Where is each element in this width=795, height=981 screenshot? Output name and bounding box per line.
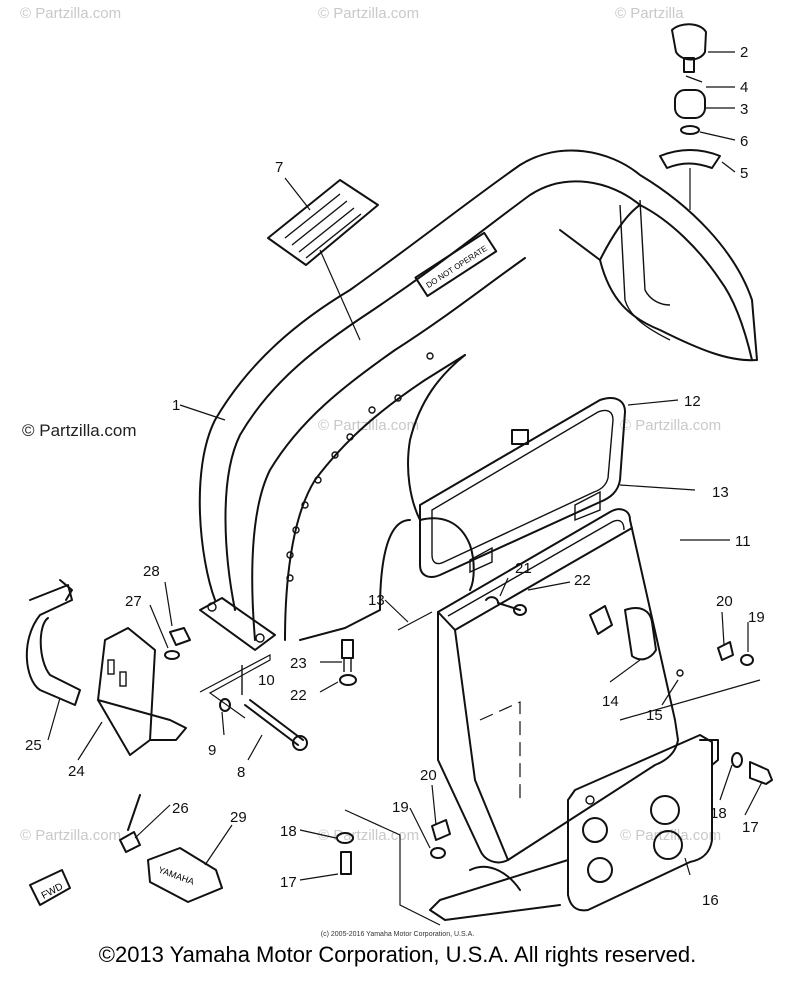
label-part-17-bottom: 17 [280, 874, 297, 891]
watermark-layer: © Partzilla.com © Partzilla.com © Partzi… [20, 5, 721, 844]
bolt-set-center [339, 596, 527, 686]
label-part-10: 10 [258, 672, 275, 689]
label-part-4: 4 [740, 79, 748, 96]
part-11-box [437, 508, 684, 864]
label-part-14: 14 [602, 693, 619, 710]
watermark-top-left: © Partzilla.com [20, 5, 121, 22]
label-part-5: 5 [740, 165, 748, 182]
label-part-7: 7 [275, 159, 283, 176]
long-bolt-set [199, 654, 308, 751]
label-part-28: 28 [143, 563, 160, 580]
fwd-tag: FWD [29, 869, 71, 906]
part-16-bracket [429, 734, 719, 921]
label-part-27: 27 [125, 593, 142, 610]
label-part-20-bottom: 20 [420, 767, 437, 784]
label-part-12: 12 [684, 393, 701, 410]
label-part-23: 23 [290, 655, 307, 672]
label-part-2: 2 [740, 44, 748, 61]
label-part-21: 21 [515, 560, 532, 577]
label-part-26: 26 [172, 800, 189, 817]
label-part-19-right: 19 [748, 609, 765, 626]
label-part-29: 29 [230, 809, 247, 826]
label-part-13-lower: 13 [368, 592, 385, 609]
rivet-row [286, 352, 434, 582]
part-13-pin-upper [619, 484, 696, 491]
bolt-set-right [619, 641, 773, 785]
label-part-22-lower: 22 [290, 687, 307, 704]
label-part-15: 15 [646, 707, 663, 724]
label-part-18-bottom: 18 [280, 823, 297, 840]
part-26-bolt [119, 794, 141, 853]
label-part-22-upper: 22 [574, 572, 591, 589]
watermark-top-center: © Partzilla.com [318, 5, 419, 22]
label-part-16: 16 [702, 892, 719, 909]
part-24-bracket [97, 627, 191, 756]
part-25-strap [25, 579, 81, 706]
label-part-25: 25 [25, 737, 42, 754]
watermark-mid-center: © Partzilla.com [318, 417, 419, 434]
key-lock-assembly [659, 23, 721, 210]
bolt-set-bottom [336, 809, 451, 926]
label-part-24: 24 [68, 763, 85, 780]
part-7-decal [267, 179, 379, 266]
watermark-bottom-left: © Partzilla.com [20, 827, 121, 844]
small-copyright: (c) 2005-2016 Yamaha Motor Corporation, … [320, 931, 475, 938]
label-part-18-right: 18 [710, 805, 727, 822]
label-part-17-right: 17 [742, 819, 759, 836]
label-part-9: 9 [208, 742, 216, 759]
label-part-3: 3 [740, 101, 748, 118]
leader-lines [47, 51, 763, 881]
label-part-20-right: 20 [716, 593, 733, 610]
watermark-mid-right: © Partzilla.com [620, 417, 721, 434]
watermark-bottom-center: © Partzilla.com [318, 827, 419, 844]
watermark-left-strong: © Partzilla.com [22, 421, 137, 440]
label-part-6: 6 [740, 133, 748, 150]
label-part-1: 1 [172, 397, 180, 414]
pouch-logo-text: YAMAHA [157, 865, 196, 887]
label-part-13-upper: 13 [712, 484, 729, 501]
watermark-top-right: © Partzilla [615, 5, 684, 22]
part-12-lid [419, 397, 626, 578]
footer-copyright: ©2013 Yamaha Motor Corporation, U.S.A. A… [98, 942, 697, 967]
label-part-19-bottom: 19 [392, 799, 409, 816]
watermark-bottom-right: © Partzilla.com [620, 827, 721, 844]
label-part-8: 8 [237, 764, 245, 781]
label-part-11: 11 [735, 533, 751, 550]
part-13-pin-lower [397, 611, 433, 631]
part-labels: 2 4 3 6 5 7 1 12 13 11 21 22 13 23 22 10… [25, 44, 765, 909]
